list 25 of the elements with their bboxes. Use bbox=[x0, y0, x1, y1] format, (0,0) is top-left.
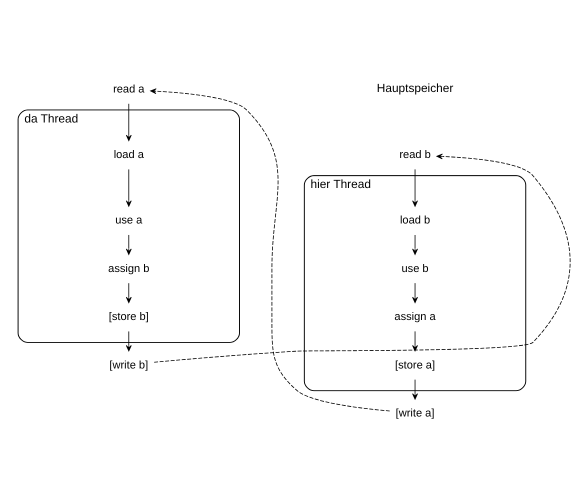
arrow bbox=[126, 234, 132, 255]
arrow bbox=[412, 169, 418, 207]
arrow bbox=[150, 88, 390, 412]
node-text: [store a] bbox=[395, 359, 436, 372]
arrow bbox=[412, 379, 418, 400]
node-text: assign b bbox=[108, 262, 150, 275]
arrow bbox=[126, 169, 132, 207]
arrow bbox=[412, 234, 418, 255]
arrow bbox=[126, 282, 132, 304]
node-text: use a bbox=[115, 214, 142, 227]
node-text: assign a bbox=[394, 311, 436, 324]
arrow bbox=[412, 282, 418, 304]
arrow bbox=[126, 103, 132, 142]
arrow bbox=[412, 331, 418, 352]
arrow bbox=[126, 331, 132, 352]
node-text: read b bbox=[399, 148, 431, 161]
arrow bbox=[154, 154, 571, 363]
node-text: [store b] bbox=[108, 311, 149, 324]
node-text: [write b] bbox=[109, 359, 148, 372]
node-text: read a bbox=[113, 83, 144, 96]
node-text: load a bbox=[114, 148, 144, 161]
node-text: [write a] bbox=[396, 408, 434, 420]
label: Hauptspeicher bbox=[376, 81, 454, 96]
node-text: load b bbox=[400, 214, 430, 227]
node-text: use b bbox=[402, 262, 429, 275]
